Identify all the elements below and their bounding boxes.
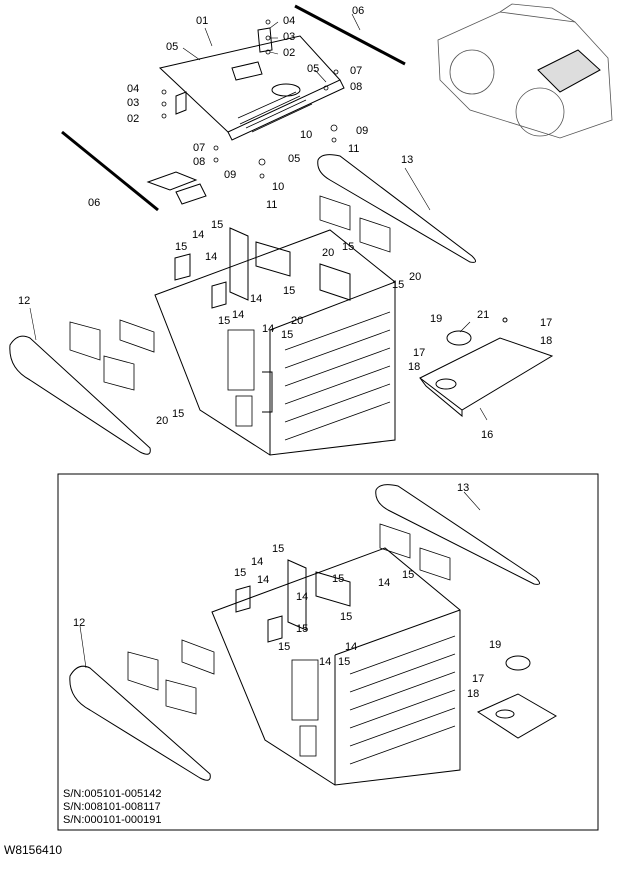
callout-label: 11	[266, 199, 277, 211]
callout-label: 13	[457, 482, 469, 494]
serial-number-line: S/N:008101-008117	[63, 801, 161, 813]
callout-label: 14	[192, 229, 204, 241]
callout-label: 02	[283, 47, 295, 59]
callout-label: 15	[296, 623, 308, 635]
callout-label: 20	[291, 315, 303, 327]
callout-label: 20	[322, 247, 334, 259]
cover-plate-top	[419, 317, 554, 418]
hood-insulation-pieces	[146, 171, 207, 205]
callout-label: 19	[430, 313, 442, 325]
callout-label: 15	[172, 408, 184, 420]
hood-seal-left	[61, 130, 159, 212]
callout-label: 15	[175, 241, 187, 253]
callout-label: 10	[272, 181, 284, 193]
callout-label: 15	[272, 543, 284, 555]
callout-label: 05	[307, 63, 319, 75]
cover-plate-bottom	[476, 655, 557, 739]
callout-label: 17	[540, 317, 552, 329]
callout-label: 14	[296, 591, 308, 603]
callout-label: 04	[283, 15, 295, 27]
callout-label: 12	[18, 295, 30, 307]
callout-label: 15	[338, 656, 350, 668]
callout-label: 15	[281, 329, 293, 341]
callout-label: 14	[232, 309, 244, 321]
callout-label: 14	[378, 577, 390, 589]
callout-label: 07	[350, 65, 362, 77]
callout-label: 17	[413, 347, 425, 359]
side-panel-right-top	[317, 154, 476, 263]
leader-lines	[29, 13, 488, 669]
callout-label: 04	[127, 83, 139, 95]
callout-label: 14	[250, 293, 262, 305]
callout-label: 09	[356, 125, 368, 137]
callout-label: 13	[401, 154, 413, 166]
callout-label: 03	[283, 31, 295, 43]
side-panel-right-bottom	[375, 484, 540, 585]
side-panel-left-bottom	[69, 639, 215, 781]
callout-label: 20	[409, 271, 421, 283]
callout-label: 10	[300, 129, 312, 141]
engine-enclosure-top	[154, 227, 396, 456]
callout-label: 15	[278, 641, 290, 653]
callout-label: 06	[88, 197, 100, 209]
machine-overview	[437, 3, 613, 139]
figure-id: W8156410	[4, 843, 63, 857]
engine-enclosure-bottom	[211, 547, 461, 786]
callout-label: 05	[166, 41, 178, 53]
callout-label: 07	[193, 142, 205, 154]
callout-label: 14	[205, 251, 217, 263]
callout-label: 15	[402, 569, 414, 581]
callout-label: 15	[283, 285, 295, 297]
callout-label: 06	[352, 5, 364, 17]
variant-frame	[57, 473, 599, 831]
callout-label: 05	[288, 153, 300, 165]
hood-hardware	[161, 19, 339, 179]
callout-label: 18	[467, 688, 479, 700]
callout-label: 18	[540, 335, 552, 347]
hood-panel	[158, 27, 345, 141]
callout-label: 01	[196, 15, 208, 27]
callout-label: 15	[332, 573, 344, 585]
callout-label: 03	[127, 97, 139, 109]
callout-label: 15	[392, 279, 404, 291]
serial-number-line: S/N:005101-005142	[63, 788, 162, 800]
serial-number-line: S/N:000101-000191	[63, 814, 162, 826]
callout-label: 15	[218, 315, 230, 327]
callout-label: 14	[319, 656, 331, 668]
callout-label: 15	[342, 241, 354, 253]
callout-label: 15	[340, 611, 352, 623]
callout-label: 14	[262, 323, 274, 335]
callout-label: 15	[234, 567, 246, 579]
callout-label: 18	[408, 361, 420, 373]
callout-label: 17	[472, 673, 484, 685]
callout-label: 14	[251, 556, 263, 568]
callout-label: 14	[257, 574, 269, 586]
callout-label: 15	[211, 219, 223, 231]
callout-label: 19	[489, 639, 501, 651]
callout-label: 11	[348, 143, 359, 155]
callout-label: 16	[481, 429, 493, 441]
callout-label: 14	[345, 641, 357, 653]
callout-label: 02	[127, 113, 139, 125]
callout-label: 09	[224, 169, 236, 181]
side-panel-left-top	[9, 319, 155, 455]
hood-seal-right	[294, 4, 406, 66]
callout-label: 08	[193, 156, 205, 168]
callout-label: 08	[350, 81, 362, 93]
callout-label: 12	[73, 617, 85, 629]
callout-label: 20	[156, 415, 168, 427]
callout-label: 21	[477, 309, 489, 321]
